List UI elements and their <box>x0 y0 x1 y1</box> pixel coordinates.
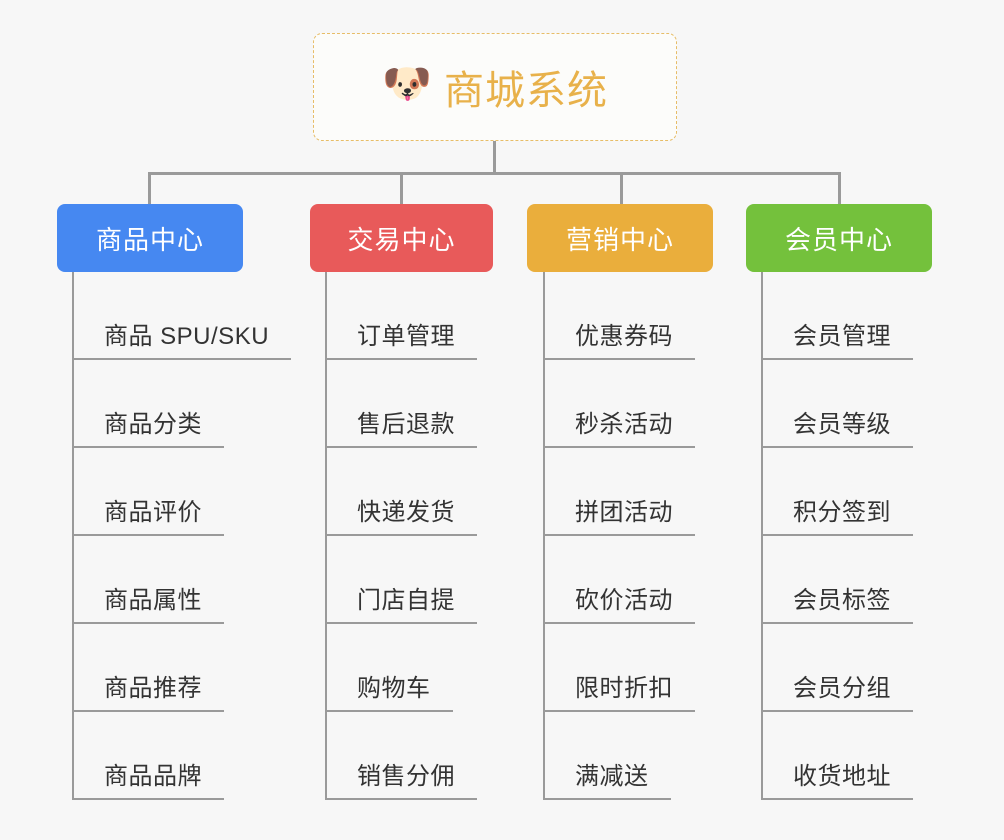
leaf-label: 订单管理 <box>357 323 455 350</box>
leaf-item[interactable]: 商品属性 <box>72 536 224 624</box>
leaf-label: 会员管理 <box>793 323 891 350</box>
leaf-column-trade-center: 订单管理 售后退款 快递发货 门店自提 购物车 销售分佣 <box>325 272 477 800</box>
leaf-label: 秒杀活动 <box>575 411 673 438</box>
leaf-column-member-center: 会员管理 会员等级 积分签到 会员标签 会员分组 收货地址 <box>761 272 913 800</box>
leaf-item[interactable]: 售后退款 <box>325 360 477 448</box>
leaf-label: 商品属性 <box>104 587 202 614</box>
leaf-label: 满减送 <box>575 763 649 790</box>
leaf-item[interactable]: 收货地址 <box>761 712 913 800</box>
leaf-label: 拼团活动 <box>575 499 673 526</box>
leaf-item[interactable]: 门店自提 <box>325 536 477 624</box>
leaf-label: 门店自提 <box>357 587 455 614</box>
connector-horizontal-bus <box>148 172 841 175</box>
leaf-item[interactable]: 砍价活动 <box>543 536 695 624</box>
leaf-item[interactable]: 购物车 <box>325 624 453 712</box>
leaf-item[interactable]: 积分签到 <box>761 448 913 536</box>
leaf-item[interactable]: 商品评价 <box>72 448 224 536</box>
connector-root-stem <box>493 141 496 174</box>
branch-node-member-center[interactable]: 会员中心 <box>746 204 932 272</box>
leaf-label: 商品品牌 <box>104 763 202 790</box>
leaf-item[interactable]: 会员等级 <box>761 360 913 448</box>
branch-node-product-center[interactable]: 商品中心 <box>57 204 243 272</box>
leaf-item[interactable]: 商品推荐 <box>72 624 224 712</box>
leaf-label: 商品评价 <box>104 499 202 526</box>
connector-drop-2 <box>400 172 403 204</box>
leaf-item[interactable]: 订单管理 <box>325 272 477 360</box>
leaf-label: 砍价活动 <box>575 587 673 614</box>
leaf-label: 积分签到 <box>793 499 891 526</box>
leaf-label: 会员分组 <box>793 675 891 702</box>
leaf-item[interactable]: 满减送 <box>543 712 671 800</box>
leaf-label: 销售分佣 <box>357 763 455 790</box>
leaf-label: 商品推荐 <box>104 675 202 702</box>
branch-node-trade-center[interactable]: 交易中心 <box>310 204 493 272</box>
leaf-label: 商品分类 <box>104 411 202 438</box>
leaf-label: 快递发货 <box>357 499 455 526</box>
leaf-label: 售后退款 <box>357 411 455 438</box>
root-node[interactable]: 🐶 商城系统 <box>313 33 677 141</box>
leaf-item[interactable]: 秒杀活动 <box>543 360 695 448</box>
leaf-item[interactable]: 优惠券码 <box>543 272 695 360</box>
connector-drop-1 <box>148 172 151 204</box>
leaf-item[interactable]: 快递发货 <box>325 448 477 536</box>
dog-face-icon: 🐶 <box>382 62 432 106</box>
leaf-item[interactable]: 拼团活动 <box>543 448 695 536</box>
leaf-item[interactable]: 会员分组 <box>761 624 913 712</box>
leaf-item[interactable]: 商品分类 <box>72 360 224 448</box>
leaf-column-marketing-center: 优惠券码 秒杀活动 拼团活动 砍价活动 限时折扣 满减送 <box>543 272 695 800</box>
connector-drop-4 <box>838 172 841 204</box>
leaf-item[interactable]: 会员标签 <box>761 536 913 624</box>
leaf-item[interactable]: 限时折扣 <box>543 624 695 712</box>
leaf-item[interactable]: 商品 SPU/SKU <box>72 272 292 360</box>
leaf-label: 购物车 <box>357 675 431 702</box>
leaf-label: 会员标签 <box>793 587 891 614</box>
branch-node-marketing-center[interactable]: 营销中心 <box>527 204 713 272</box>
leaf-item[interactable]: 销售分佣 <box>325 712 477 800</box>
leaf-item[interactable]: 商品品牌 <box>72 712 224 800</box>
leaf-label: 商品 SPU/SKU <box>104 323 270 350</box>
root-title: 商城系统 <box>444 69 608 113</box>
leaf-label: 收货地址 <box>793 763 891 790</box>
leaf-item[interactable]: 会员管理 <box>761 272 913 360</box>
leaf-label: 限时折扣 <box>575 675 673 702</box>
connector-drop-3 <box>620 172 623 204</box>
leaf-column-product-center: 商品 SPU/SKU 商品分类 商品评价 商品属性 商品推荐 商品品牌 <box>72 272 292 800</box>
leaf-label: 会员等级 <box>793 411 891 438</box>
leaf-label: 优惠券码 <box>575 323 673 350</box>
